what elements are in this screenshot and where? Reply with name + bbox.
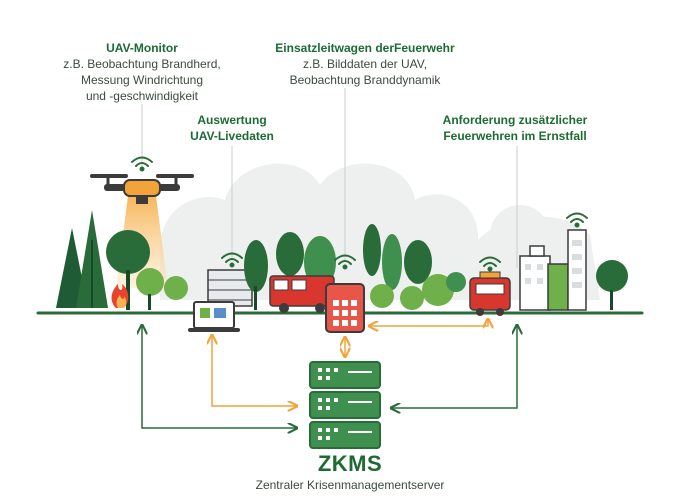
arrow-tablet-truck bbox=[370, 320, 488, 326]
uav-monitor-line-2: Messung Windrichtung bbox=[80, 73, 204, 87]
wifi-icon-drone bbox=[131, 156, 153, 172]
arrow-building-server bbox=[392, 326, 517, 408]
uav-monitor-line-3: und -geschwindigkeit bbox=[85, 89, 199, 103]
command-vehicle-icon bbox=[269, 275, 335, 313]
fire-icon bbox=[111, 284, 129, 308]
buildings-icon bbox=[519, 229, 628, 311]
wifi-icon-laptop bbox=[221, 252, 243, 268]
forest-left bbox=[56, 210, 188, 310]
server-subtitle: Zentraler Krisenmanagementserver bbox=[255, 478, 445, 492]
wifi-icon-building bbox=[566, 212, 588, 228]
connection-arrows bbox=[142, 320, 517, 428]
server-stack-icon bbox=[309, 361, 381, 449]
arrow-drone-server bbox=[142, 326, 296, 428]
einsatzleitwagen-line-2: Beobachtung Branddynamik bbox=[289, 73, 441, 87]
anforderung-title-2: Feuerwehren im Ernstfall bbox=[443, 129, 587, 143]
forest-middle bbox=[244, 224, 466, 310]
auswertung-title-2: UAV-Livedaten bbox=[190, 129, 274, 143]
tablet-icon bbox=[325, 283, 365, 333]
fire-truck-icon bbox=[469, 271, 511, 316]
einsatzleitwagen-title: Einsatzleitwagen derFeuerwehr bbox=[275, 41, 455, 55]
anforderung-title-1: Anforderung zusätzlicher bbox=[442, 113, 588, 127]
wifi-icon-vehicle bbox=[334, 254, 356, 270]
einsatzleitwagen-line-1: z.B. Bilddaten der UAV, bbox=[302, 57, 428, 71]
laptop-icon bbox=[188, 301, 240, 332]
server-rack-building bbox=[207, 269, 253, 307]
uav-monitor-line-1: z.B. Beobachtung Brandherd, bbox=[63, 57, 221, 71]
arrow-laptop-server bbox=[212, 336, 296, 406]
label-einsatzleitwagen: Einsatzleitwagen derFeuerwehr z.B. Bildd… bbox=[250, 40, 480, 88]
label-anforderung: Anforderung zusätzlicher Feuerwehren im … bbox=[420, 112, 610, 144]
wifi-icon-truck bbox=[479, 256, 501, 272]
label-uav-monitor: UAV-Monitor z.B. Beobachtung Brandherd, … bbox=[52, 40, 232, 104]
uav-monitor-title: UAV-Monitor bbox=[106, 41, 178, 55]
leader-lines bbox=[141, 88, 518, 268]
server-title: ZKMS bbox=[317, 451, 383, 476]
auswertung-title-1: Auswertung bbox=[197, 113, 267, 127]
label-auswertung: Auswertung UAV-Livedaten bbox=[172, 112, 292, 144]
